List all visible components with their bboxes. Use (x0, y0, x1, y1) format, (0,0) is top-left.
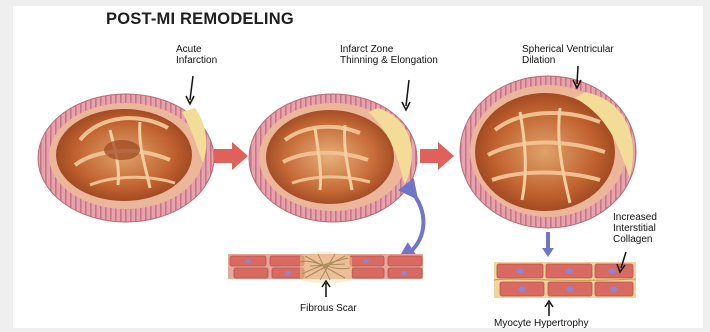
label-line: Interstitial (613, 223, 657, 234)
pointer-line (190, 76, 193, 100)
label-infarct-thinning: Infarct Zone Thinning & Elongation (340, 44, 438, 66)
pointer-line (577, 66, 578, 84)
heart-acute-infarction (38, 94, 214, 222)
fibrous-scar-tissue (228, 252, 423, 283)
label-line: Increased (613, 212, 657, 223)
hypertrophied-myocyte-tissue (494, 262, 636, 298)
label-fibrous-scar: Fibrous Scar (300, 303, 357, 314)
label-line: Acute (176, 44, 217, 55)
progression-arrow (420, 142, 454, 170)
label-line: Dilation (522, 55, 614, 66)
label-line: Infarction (176, 55, 217, 66)
label-spherical-dilation: Spherical Ventricular Dilation (522, 44, 614, 66)
pointer-line (406, 80, 409, 106)
label-line: Infarct Zone (340, 44, 438, 55)
heart-thinning-elongation (249, 94, 417, 222)
progression-arrow (214, 142, 248, 170)
page-title: POST-MI REMODELING (106, 10, 294, 29)
label-line: Collagen (613, 234, 657, 245)
heart-spherical-dilation (460, 76, 636, 228)
label-interstitial-collagen: Increased Interstitial Collagen (613, 212, 657, 245)
curved-blue-arrow (405, 192, 423, 256)
label-myocyte-hypertrophy: Myocyte Hypertrophy (494, 318, 588, 329)
label-line: Spherical Ventricular (522, 44, 614, 55)
label-acute-infarction: Acute Infarction (176, 44, 217, 66)
label-line: Thinning & Elongation (340, 55, 438, 66)
